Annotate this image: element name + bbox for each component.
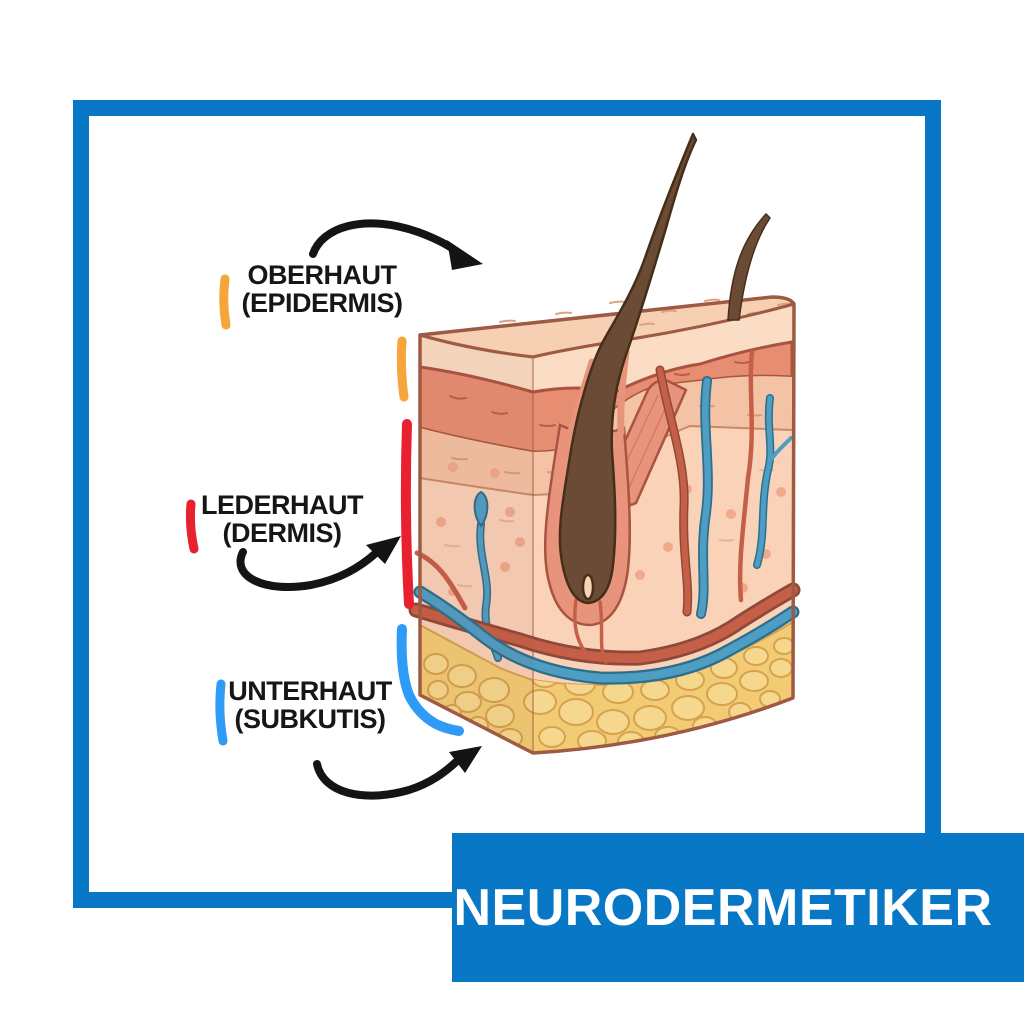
vein-band (413, 585, 800, 685)
label-oberhaut-line1: OBERHAUT (247, 260, 398, 290)
block-outline (418, 295, 796, 755)
label-oberhaut: OBERHAUT (EPIDERMIS) (210, 261, 434, 317)
label-lederhaut-line2: (DERMIS) (222, 518, 343, 548)
dermis-label-tick (185, 499, 199, 554)
label-unterhaut-line1: UNTERHAUT (228, 676, 392, 706)
label-lederhaut: LEDERHAUT (DERMIS) (170, 491, 394, 547)
subkutis-label-tick (215, 679, 228, 746)
surface-edge (418, 302, 796, 359)
follicle-capillaries (573, 598, 608, 664)
dermal-papilla (581, 573, 595, 601)
epidermis-label-tick (219, 274, 231, 330)
label-unterhaut: UNTERHAUT (SUBKUTIS) (198, 677, 422, 733)
veins (696, 376, 793, 619)
epidermis-depth-marker (396, 336, 409, 402)
label-oberhaut-line2: (EPIDERMIS) (241, 288, 403, 318)
annotations (185, 219, 483, 800)
left-face-shading (420, 335, 533, 753)
brand-banner: NEURODERMETIKER (452, 833, 1024, 982)
label-unterhaut-line2: (SUBKUTIS) (234, 704, 387, 734)
arrow-dermis (236, 536, 401, 591)
arrow-subcutis (313, 746, 482, 800)
brand-name: NEURODERMETIKER (453, 878, 993, 937)
hair (558, 132, 698, 605)
label-lederhaut-line1: LEDERHAUT (201, 490, 364, 520)
dermis-depth-bracket (400, 419, 414, 609)
arrow-epidermis (309, 219, 483, 270)
arteries (414, 349, 755, 617)
subcutis-depth-bracket (396, 624, 464, 736)
skin-cross-section-illustration (408, 132, 801, 755)
artery-band (408, 582, 801, 666)
small-hair (727, 212, 771, 321)
